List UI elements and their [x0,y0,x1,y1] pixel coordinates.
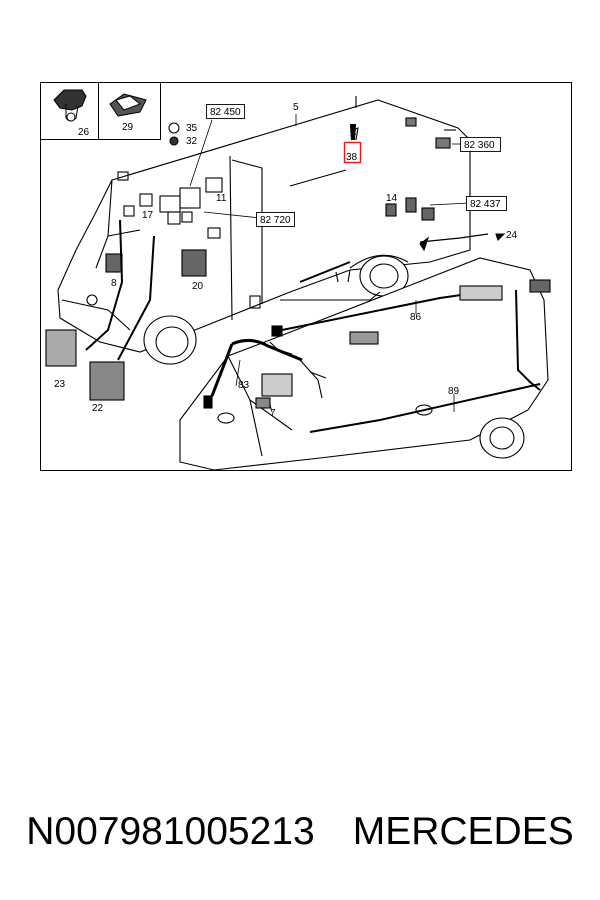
callout-32[interactable]: 32 [186,136,198,147]
callout-35[interactable]: 35 [186,123,198,134]
ref-82450[interactable]: 82 450 [210,107,241,118]
lower-van-drawing [179,257,551,471]
ref-82360[interactable]: 82 360 [464,140,495,151]
callout-14[interactable]: 14 [386,193,398,204]
part-caption: N007981005213 MERCEDES [0,800,600,864]
parts-diagram: 26 29 35 32 11 5 38 17 8 20 14 24 23 22 … [40,82,572,471]
callout-29[interactable]: 29 [122,122,134,133]
part-number: N007981005213 [26,810,315,853]
callout-17[interactable]: 17 [142,210,154,221]
callout-20[interactable]: 20 [192,281,204,292]
callout-11[interactable]: 11 [216,193,227,204]
callout-23[interactable]: 23 [54,379,66,390]
clip-26-drawing [53,89,87,122]
callout-24[interactable]: 24 [506,230,518,241]
brand-name: MERCEDES [352,810,574,853]
callout-22[interactable]: 22 [92,403,104,414]
callout-38[interactable]: 38 [346,152,358,163]
leader-lines [189,114,471,413]
callout-7[interactable]: 7 [270,408,276,419]
boxed-refs [206,104,507,227]
callout-5[interactable]: 5 [293,102,299,113]
callout-86[interactable]: 86 [410,312,422,323]
callout-83[interactable]: 83 [238,380,250,391]
ref-82720[interactable]: 82 720 [260,215,291,226]
diagram-frame [40,82,572,471]
clip-29-drawing [109,93,147,117]
callout-26[interactable]: 26 [78,127,90,138]
part-38-highlight [343,124,362,164]
callout-8[interactable]: 8 [111,278,117,289]
callout-89[interactable]: 89 [448,386,460,397]
ref-82437[interactable]: 82 437 [470,199,501,210]
inset-box-29 [98,82,161,140]
